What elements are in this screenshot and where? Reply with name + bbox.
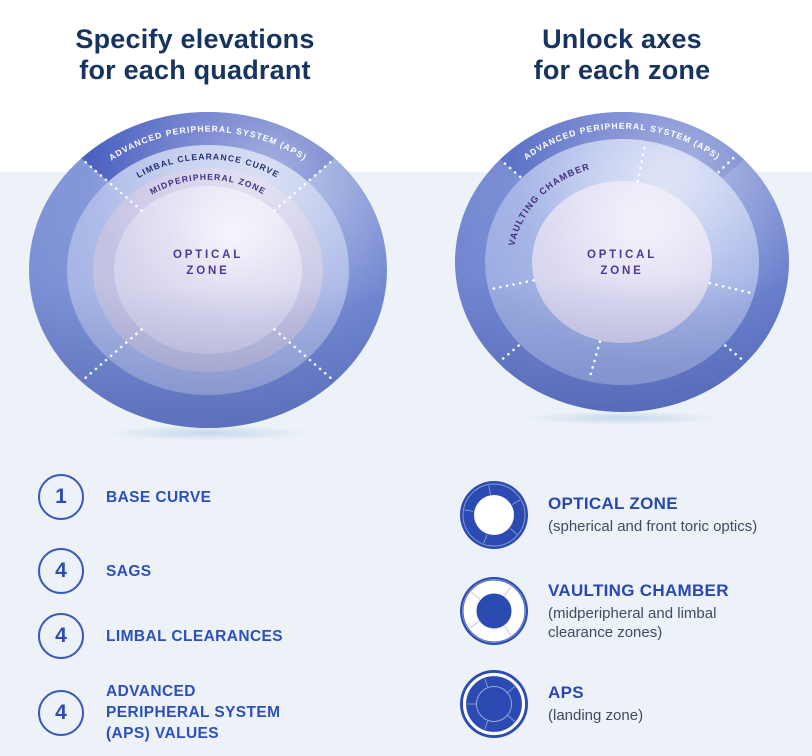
left-title: Specify elevations for each quadrant (0, 24, 390, 86)
right-lens-diagram: ADVANCED PERIPHERAL SYSTEM (APS) VAULTIN… (452, 112, 792, 432)
elevations-list: 1 BASE CURVE 4 SAGS 4 LIMBAL CLEARANCES … (38, 474, 296, 744)
legend-subtitle: (midperipheral and limbal clearance zone… (548, 604, 717, 641)
quadrant-divider-dotted-lines (82, 159, 334, 381)
left-lens-diagram: ADVANCED PERIPHERAL SYSTEM (APS) LIMBAL … (28, 110, 388, 450)
legend-row: VAULTING CHAMBER (midperipheral and limb… (458, 575, 757, 647)
optical-zone-label-line1: OPTICAL (587, 249, 657, 261)
right-title-line1: Unlock axes (542, 24, 702, 54)
list-item: 4 SAGS (38, 548, 296, 594)
count-badge: 4 (38, 689, 84, 736)
optical-zone-icon (458, 479, 530, 551)
bottom-shading (455, 112, 789, 412)
list-item-label: SAGS (106, 562, 152, 580)
legend-subtitle: (spherical and front toric optics) (548, 518, 758, 535)
legend-subtitle: (landing zone) (548, 707, 644, 724)
legend-row: APS (landing zone) (458, 668, 757, 740)
list-item: 1 BASE CURVE (38, 474, 296, 520)
list-item-label: BASE CURVE (106, 488, 212, 506)
optical-zone-label-line2: ZONE (186, 265, 229, 277)
zones-legend: OPTICAL ZONE (spherical and front toric … (458, 479, 757, 740)
left-title-line2: for each quadrant (79, 55, 311, 85)
zone-axis-dotted-lines (491, 143, 752, 379)
list-item: 4 ADVANCED PERIPHERAL SYSTEM (APS) VALUE… (38, 681, 296, 744)
legend-title: APS (548, 683, 584, 702)
legend-text: VAULTING CHAMBER (midperipheral and limb… (548, 581, 748, 642)
left-title-line1: Specify elevations (75, 24, 315, 54)
list-item: 4 LIMBAL CLEARANCES (38, 613, 296, 659)
legend-text: OPTICAL ZONE (spherical and front toric … (548, 494, 757, 536)
legend-title: OPTICAL ZONE (548, 494, 678, 513)
legend-title: VAULTING CHAMBER (548, 580, 729, 600)
count-badge: 4 (38, 613, 84, 659)
vaulting-chamber-icon (458, 575, 530, 647)
list-item-label: ADVANCED PERIPHERAL SYSTEM (APS) VALUES (106, 683, 281, 742)
count-badge: 1 (38, 474, 84, 520)
lens-shadow (58, 422, 358, 444)
bottom-shading (29, 112, 387, 428)
right-title: Unlock axes for each zone (424, 24, 812, 86)
aps-icon (458, 668, 530, 740)
count-badge: 4 (38, 548, 84, 594)
legend-text: APS (landing zone) (548, 683, 643, 725)
right-title-line2: for each zone (533, 55, 711, 85)
optical-zone-label-line1: OPTICAL (173, 249, 243, 261)
lens-shadow (482, 408, 762, 428)
list-item-label: LIMBAL CLEARANCES (106, 627, 284, 645)
optical-zone-label-line2: ZONE (600, 265, 643, 277)
legend-row: OPTICAL ZONE (spherical and front toric … (458, 479, 757, 551)
